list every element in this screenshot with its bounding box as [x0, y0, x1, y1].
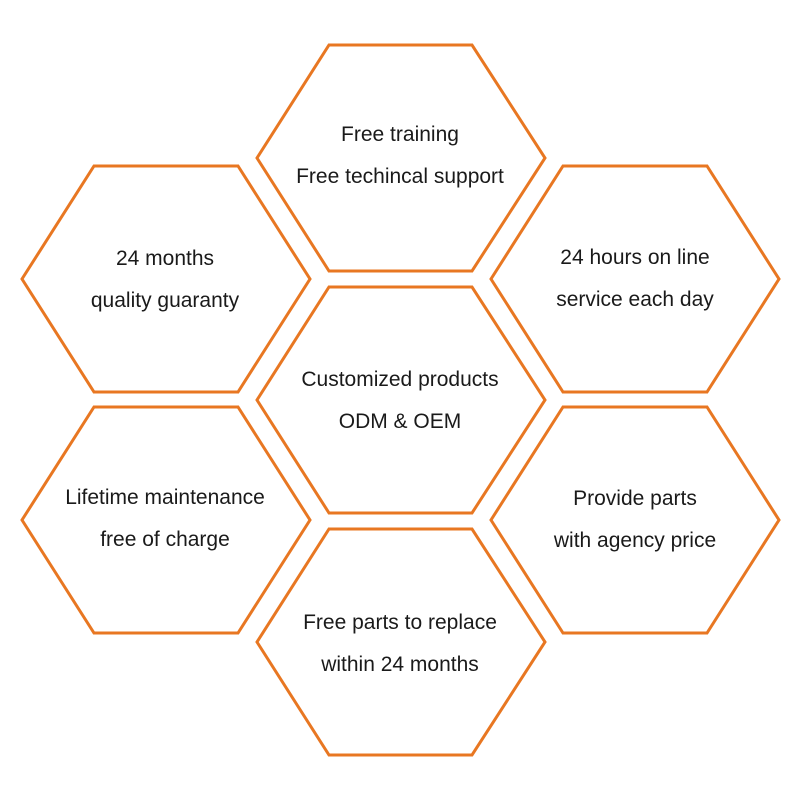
- hexagon-lower-left-line-1: Lifetime maintenance: [65, 486, 265, 509]
- hexagon-top-line-2: Free techincal support: [296, 165, 504, 188]
- hexagon-upper-left-line-1: 24 months: [115, 247, 215, 270]
- hexagon-bottom: [255, 527, 547, 757]
- hexagon-lower-right-text: Provide parts with agency price: [505, 478, 765, 562]
- hexagon-bottom-line-1: Free parts to replace: [303, 611, 497, 634]
- hexagon-top: [255, 43, 547, 273]
- hexagon-upper-right-line-2: service each day: [556, 288, 714, 311]
- hexagon-center-text: Customized products ODM & OEM: [270, 359, 530, 443]
- hexagon-upper-left: [20, 164, 312, 394]
- hexagon-lower-left-line-2: free of charge: [100, 528, 230, 551]
- hexagon-upper-right-text: 24 hours on line service each day: [505, 237, 765, 321]
- hexagon-bottom-line-2: within 24 months: [321, 653, 479, 676]
- hexagon-lower-right-line-2: with agency price: [553, 529, 717, 552]
- hexagon-center-line-1: Customized products: [301, 368, 499, 391]
- hexagon-center-line-2: ODM & OEM: [338, 410, 462, 433]
- hexagon-upper-left-text: 24 months quality guaranty: [35, 238, 295, 322]
- hexagon-top-text: Free training Free techincal support: [270, 114, 530, 198]
- hexagon-lower-left: [20, 405, 312, 635]
- hexagon-center: [255, 285, 547, 515]
- hexagon-upper-right: [489, 164, 781, 394]
- hexagon-top-line-1: Free training: [341, 123, 459, 146]
- hexagon-bottom-text: Free parts to replace within 24 months: [270, 602, 530, 686]
- hexagon-lower-right: [489, 405, 781, 635]
- hexagon-upper-right-line-1: 24 hours on line: [560, 246, 710, 269]
- hexagon-lower-left-text: Lifetime maintenance free of charge: [35, 477, 295, 561]
- hexagon-upper-left-line-2: quality guaranty: [90, 289, 240, 312]
- hexagon-lower-right-line-1: Provide parts: [573, 487, 697, 510]
